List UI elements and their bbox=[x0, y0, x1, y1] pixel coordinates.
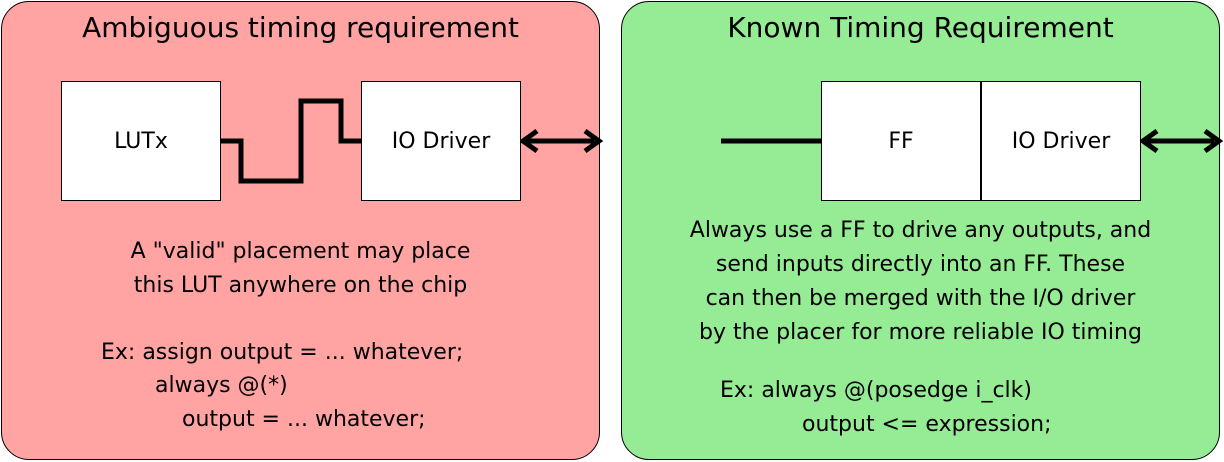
description-line: send inputs directly into an FF. These bbox=[715, 252, 1126, 277]
description-line: Always use a FF to drive any outputs, an… bbox=[689, 218, 1152, 243]
left-arrowhead-outer bbox=[583, 128, 604, 154]
code-line: output = ... whatever; bbox=[182, 407, 426, 432]
code-line: always @(*) bbox=[155, 373, 288, 398]
ff-label: FF bbox=[888, 128, 914, 154]
io-driver-box: IO Driver bbox=[361, 81, 521, 201]
left-arrowhead-inner bbox=[518, 128, 539, 154]
code-line: Ex: always @(posedge i_clk) bbox=[720, 378, 1032, 403]
lut-label: LUTx bbox=[114, 128, 168, 154]
lut-box: LUTx bbox=[61, 81, 221, 201]
panel-title: Ambiguous timing requirement bbox=[82, 11, 519, 44]
description-line: can then be merged with the I/O driver bbox=[705, 286, 1136, 311]
description-line: by the placer for more reliable IO timin… bbox=[699, 320, 1142, 345]
right-arrowhead-outer bbox=[1203, 128, 1224, 154]
lut-to-io-wire bbox=[221, 98, 361, 184]
code-line: output <= expression; bbox=[802, 412, 1052, 437]
panel-title: Known Timing Requirement bbox=[727, 11, 1114, 44]
placement-description: A "valid" placement may place this LUT a… bbox=[1, 235, 600, 303]
ff-box: FF bbox=[821, 81, 981, 201]
ff-guidance-description: Always use a FF to drive any outputs, an… bbox=[621, 214, 1220, 350]
ambiguous-timing-panel: Ambiguous timing requirement bbox=[1, 1, 600, 460]
io-driver-label: IO Driver bbox=[1011, 128, 1111, 154]
io-driver-box: IO Driver bbox=[981, 81, 1141, 201]
code-line: Ex: assign output = ... whatever; bbox=[101, 340, 464, 365]
description-line: this LUT anywhere on the chip bbox=[133, 273, 468, 298]
right-arrowhead-inner bbox=[1138, 128, 1159, 154]
description-line: A "valid" placement may place bbox=[130, 239, 471, 264]
io-driver-label: IO Driver bbox=[391, 128, 491, 154]
known-timing-panel: Known Timing Requirement bbox=[621, 1, 1220, 460]
